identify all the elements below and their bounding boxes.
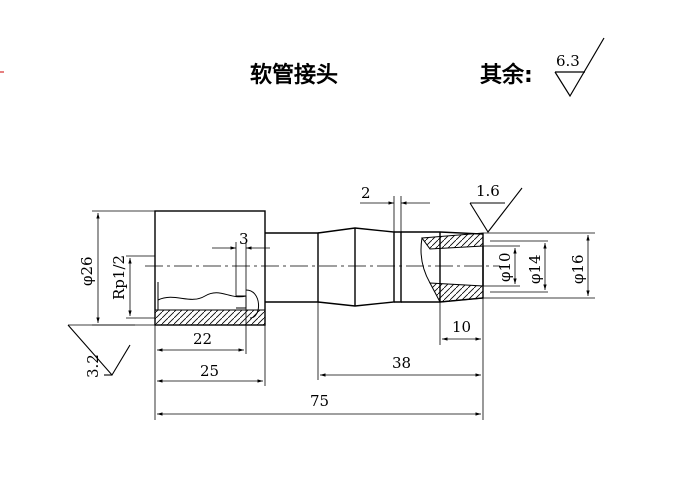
dim-length-25 xyxy=(157,325,266,386)
dim-d10-label: φ10 xyxy=(496,252,514,282)
part-outline xyxy=(154,210,484,326)
dim-groove-width-label: 2 xyxy=(361,184,371,202)
dim-length-10 xyxy=(439,298,484,345)
bore-section xyxy=(420,232,484,303)
dim-length-22-label: 22 xyxy=(193,330,212,348)
dim-groove-depth-label: 3 xyxy=(239,230,249,248)
dim-length-25-label: 25 xyxy=(200,362,219,380)
roughness-symbol-general xyxy=(554,37,605,98)
dim-right-extensions xyxy=(483,232,595,299)
roughness-value-1-6: 1.6 xyxy=(476,182,500,200)
dim-thread-label: Rp1/2 xyxy=(110,255,128,300)
dim-length-75-label: 75 xyxy=(310,392,329,410)
roughness-symbol-3-2 xyxy=(67,324,135,376)
dim-length-38 xyxy=(317,302,484,420)
dim-length-22 xyxy=(154,308,247,420)
dim-thread xyxy=(126,255,155,319)
dim-d16-label: φ16 xyxy=(569,254,587,284)
drawing-title: 软管接头 xyxy=(250,62,338,88)
thread-section xyxy=(154,282,266,326)
dim-length-38-label: 38 xyxy=(392,354,411,372)
roughness-symbol-1-6 xyxy=(469,187,523,233)
dim-groove-depth xyxy=(212,242,270,296)
surface-note-label: 其余: xyxy=(480,62,533,88)
dim-groove-width xyxy=(360,196,430,232)
roughness-value-general: 6.3 xyxy=(556,52,580,70)
dim-d14-label: φ14 xyxy=(526,254,544,284)
roughness-value-3-2: 3.2 xyxy=(84,354,102,378)
dim-d26-label: φ26 xyxy=(78,256,96,286)
dim-length-10-label: 10 xyxy=(452,318,471,336)
